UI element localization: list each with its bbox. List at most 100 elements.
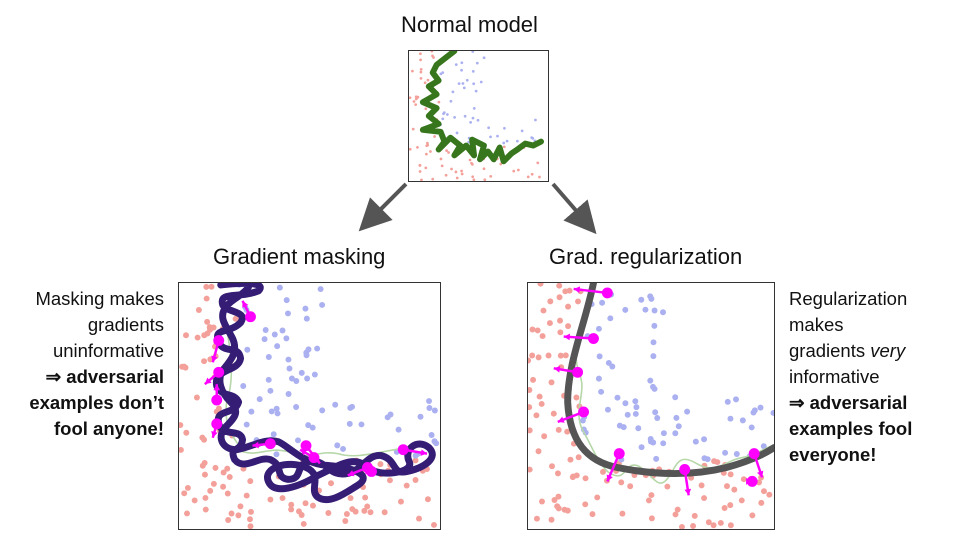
data-point bbox=[442, 112, 445, 116]
data-point bbox=[528, 387, 533, 394]
data-point bbox=[724, 398, 731, 405]
data-point bbox=[528, 357, 532, 364]
data-point bbox=[228, 510, 235, 517]
grad-regularization-title: Grad. regularization bbox=[549, 244, 743, 269]
data-point bbox=[536, 393, 543, 400]
data-point bbox=[565, 323, 572, 330]
data-point bbox=[541, 433, 548, 440]
data-point bbox=[420, 178, 423, 181]
data-point bbox=[414, 103, 418, 106]
note-line: Regularization bbox=[789, 288, 908, 309]
data-point bbox=[536, 161, 540, 165]
data-point bbox=[460, 68, 463, 72]
data-point bbox=[332, 401, 339, 408]
data-point bbox=[530, 172, 534, 176]
data-point bbox=[237, 503, 244, 510]
data-point bbox=[397, 498, 404, 505]
data-point bbox=[283, 335, 290, 342]
data-point bbox=[440, 164, 444, 168]
normal-model-plot bbox=[409, 51, 544, 181]
data-point bbox=[309, 424, 316, 431]
data-point bbox=[529, 352, 536, 359]
gradient-arrowhead bbox=[757, 470, 764, 478]
data-point bbox=[539, 333, 546, 340]
data-point bbox=[733, 451, 740, 457]
data-point bbox=[672, 430, 679, 437]
data-point bbox=[471, 175, 475, 179]
masking-note: Masking makes gradients uninformative ⇒ … bbox=[0, 286, 164, 442]
data-point bbox=[710, 522, 717, 529]
normal-model-title: Normal model bbox=[401, 12, 538, 37]
data-point bbox=[650, 339, 657, 346]
note-line: ⇒ adversarial bbox=[45, 366, 164, 387]
data-point bbox=[529, 326, 536, 333]
data-point bbox=[419, 77, 423, 80]
data-point bbox=[556, 294, 563, 301]
data-point bbox=[183, 332, 189, 339]
normal-blue-points bbox=[439, 51, 537, 145]
data-point bbox=[690, 523, 697, 529]
data-point bbox=[226, 474, 233, 480]
data-point bbox=[424, 166, 428, 170]
gradient-arrowhead bbox=[211, 355, 218, 363]
data-point bbox=[505, 139, 509, 143]
data-point bbox=[517, 168, 520, 172]
data-point bbox=[199, 434, 206, 441]
data-point bbox=[476, 118, 480, 122]
data-point bbox=[358, 421, 365, 428]
data-point bbox=[201, 471, 208, 478]
data-point bbox=[426, 141, 429, 145]
data-point bbox=[620, 424, 627, 431]
data-point bbox=[460, 172, 464, 176]
arrow-to-masking bbox=[358, 182, 408, 232]
data-point bbox=[483, 178, 487, 181]
data-point bbox=[460, 61, 464, 65]
data-point bbox=[451, 90, 455, 94]
gradient-arrowhead bbox=[365, 468, 372, 475]
data-point bbox=[431, 177, 435, 181]
data-point bbox=[594, 494, 601, 501]
data-point bbox=[288, 506, 295, 513]
data-point bbox=[450, 167, 453, 171]
data-point bbox=[447, 151, 450, 154]
data-point bbox=[232, 315, 239, 322]
gradient-arrowhead bbox=[213, 384, 221, 391]
data-point bbox=[419, 58, 422, 62]
regularization-note: Regularization makes gradients very info… bbox=[789, 286, 954, 468]
data-point bbox=[243, 492, 250, 499]
data-point bbox=[426, 398, 433, 405]
data-point bbox=[674, 506, 681, 513]
data-point bbox=[635, 425, 642, 432]
data-point bbox=[340, 445, 347, 452]
note-line: ⇒ adversarial bbox=[789, 392, 908, 413]
data-point bbox=[539, 498, 545, 505]
data-point bbox=[244, 346, 251, 353]
data-point bbox=[479, 80, 483, 84]
data-point bbox=[279, 327, 286, 334]
data-point bbox=[528, 427, 533, 434]
data-point bbox=[293, 404, 300, 410]
data-point bbox=[647, 293, 654, 300]
normal-model-boundary bbox=[419, 51, 544, 165]
data-point bbox=[184, 510, 190, 517]
data-point bbox=[411, 69, 414, 73]
data-point bbox=[717, 519, 724, 526]
data-point bbox=[361, 507, 368, 514]
data-point bbox=[471, 70, 475, 73]
data-point bbox=[285, 356, 292, 363]
data-point bbox=[499, 162, 503, 166]
note-line: examples don’t bbox=[29, 392, 164, 413]
data-point bbox=[579, 417, 586, 424]
data-point bbox=[633, 404, 640, 411]
data-point bbox=[472, 178, 476, 181]
data-point bbox=[207, 487, 214, 494]
data-point bbox=[748, 424, 755, 431]
data-point bbox=[582, 501, 589, 508]
data-point bbox=[503, 126, 506, 130]
gradient-arrowhead bbox=[606, 474, 613, 482]
data-point bbox=[550, 410, 557, 417]
data-point bbox=[660, 440, 667, 447]
note-line: makes bbox=[789, 314, 844, 335]
data-point bbox=[526, 175, 530, 179]
data-point bbox=[482, 56, 486, 60]
